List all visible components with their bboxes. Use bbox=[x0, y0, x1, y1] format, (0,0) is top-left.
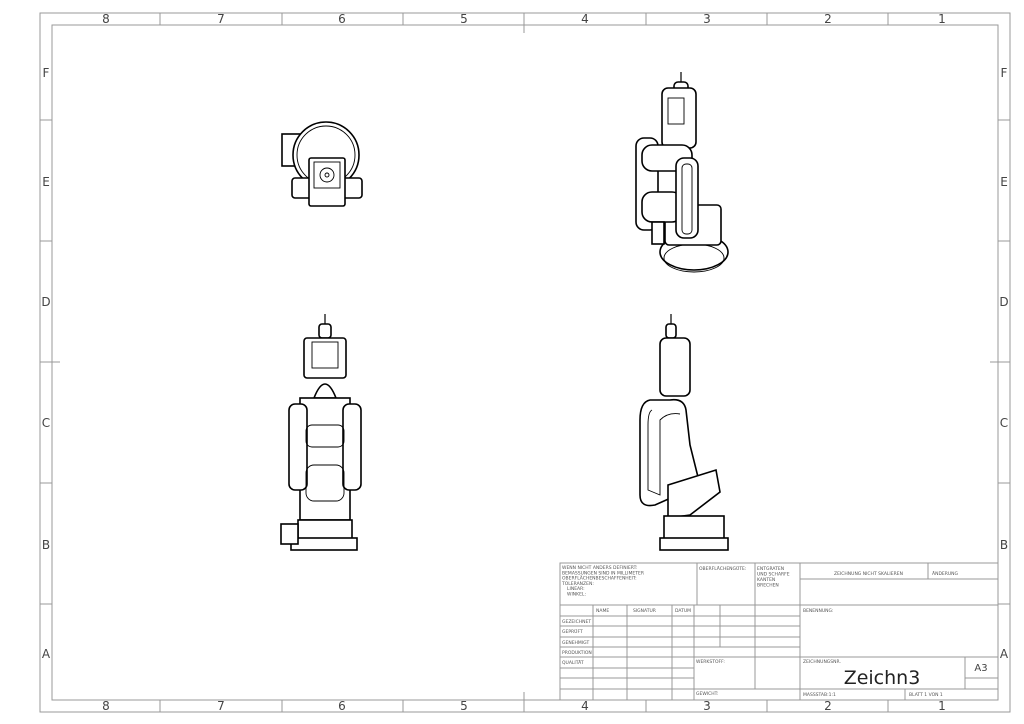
deburr-note: BRECHEN bbox=[757, 583, 779, 589]
zone-row-label: A bbox=[42, 647, 51, 661]
revision-label: ÄNDERUNG bbox=[932, 570, 959, 577]
general-note: LINEAR: bbox=[567, 586, 585, 592]
deburr-note: ENTGRATEN bbox=[757, 566, 784, 572]
weight-label: GEWICHT: bbox=[696, 691, 718, 697]
general-note: OBERFLÄCHENBESCHAFFENHEIT: bbox=[562, 575, 637, 582]
sheet-number-label: BLATT 1 VON 1 bbox=[909, 692, 943, 698]
general-note: TOLERANZEN: bbox=[561, 581, 594, 587]
zone-row-label: F bbox=[1001, 66, 1008, 80]
zone-column-label: 6 bbox=[338, 12, 346, 26]
zone-column-label: 4 bbox=[581, 699, 589, 713]
isometric-view bbox=[635, 72, 729, 273]
zone-column-label: 3 bbox=[703, 12, 711, 26]
surface-finish-label: OBERFLÄCHENGÜTE: bbox=[699, 565, 746, 572]
zone-row-label: E bbox=[42, 175, 50, 189]
zone-row-label: D bbox=[41, 295, 50, 309]
role-label: PRODUKTION bbox=[562, 650, 592, 656]
zone-column-label: 6 bbox=[338, 699, 346, 713]
zone-column-label: 1 bbox=[938, 12, 946, 26]
zone-column-label: 1 bbox=[938, 699, 946, 713]
zone-column-label: 8 bbox=[102, 12, 110, 26]
title-label: BENENNUNG: bbox=[803, 608, 834, 614]
role-label: GEPRÜFT bbox=[562, 628, 583, 635]
zone-column-label: 2 bbox=[824, 699, 832, 713]
zone-row-label: B bbox=[42, 538, 50, 552]
side-view bbox=[639, 314, 729, 551]
sheet-size: A3 bbox=[974, 663, 987, 674]
inner-frame bbox=[51, 24, 999, 701]
zone-column-label: 7 bbox=[217, 699, 225, 713]
zone-column-label: 7 bbox=[217, 12, 225, 26]
zone-column-label: 8 bbox=[102, 699, 110, 713]
front-view bbox=[280, 314, 362, 551]
role-label: GENEHMIGT bbox=[562, 640, 589, 646]
zone-column-label: 4 bbox=[581, 12, 589, 26]
drawing-number: Zeichn3 bbox=[844, 667, 921, 689]
outer-frame bbox=[39, 12, 1011, 713]
zone-row-label: E bbox=[1000, 175, 1008, 189]
drawing-number-label: ZEICHNUNGSNR. bbox=[803, 659, 841, 665]
role-label: QUALITÄT bbox=[562, 659, 584, 666]
general-note: WENN NICHT ANDERS DEFINIERT: bbox=[562, 565, 637, 571]
column-header-name: NAME bbox=[596, 608, 609, 614]
general-note: BEMASSUNGEN SIND IN MILLIMETER bbox=[562, 570, 644, 576]
zone-column-label: 2 bbox=[824, 12, 832, 26]
role-label: GEZEICHNET bbox=[562, 619, 591, 625]
zone-row-label: C bbox=[1000, 416, 1008, 430]
zone-column-label: 5 bbox=[460, 699, 468, 713]
zone-row-label: D bbox=[999, 295, 1008, 309]
material-label: WERKSTOFF: bbox=[696, 659, 725, 665]
general-note: WINKEL: bbox=[567, 592, 586, 598]
title-block: WENN NICHT ANDERS DEFINIERT:BEMASSUNGEN … bbox=[559, 562, 999, 701]
deburr-note: UND SCHARFE bbox=[757, 572, 790, 578]
zone-column-label: 3 bbox=[703, 699, 711, 713]
scale-label: MASSSTAB:1:1 bbox=[803, 692, 836, 698]
column-header-signature: SIGNATUR bbox=[633, 608, 656, 614]
do-not-scale-note: ZEICHNUNG NICHT SKALIEREN bbox=[834, 571, 903, 577]
zone-row-label: B bbox=[1000, 538, 1008, 552]
top-view bbox=[281, 121, 363, 207]
zone-row-label: F bbox=[43, 66, 50, 80]
zone-row-label: A bbox=[1000, 647, 1009, 661]
zone-row-label: C bbox=[42, 416, 50, 430]
deburr-note: KANTEN bbox=[757, 577, 775, 583]
zone-column-label: 5 bbox=[460, 12, 468, 26]
column-header-date: DATUM bbox=[675, 608, 691, 614]
